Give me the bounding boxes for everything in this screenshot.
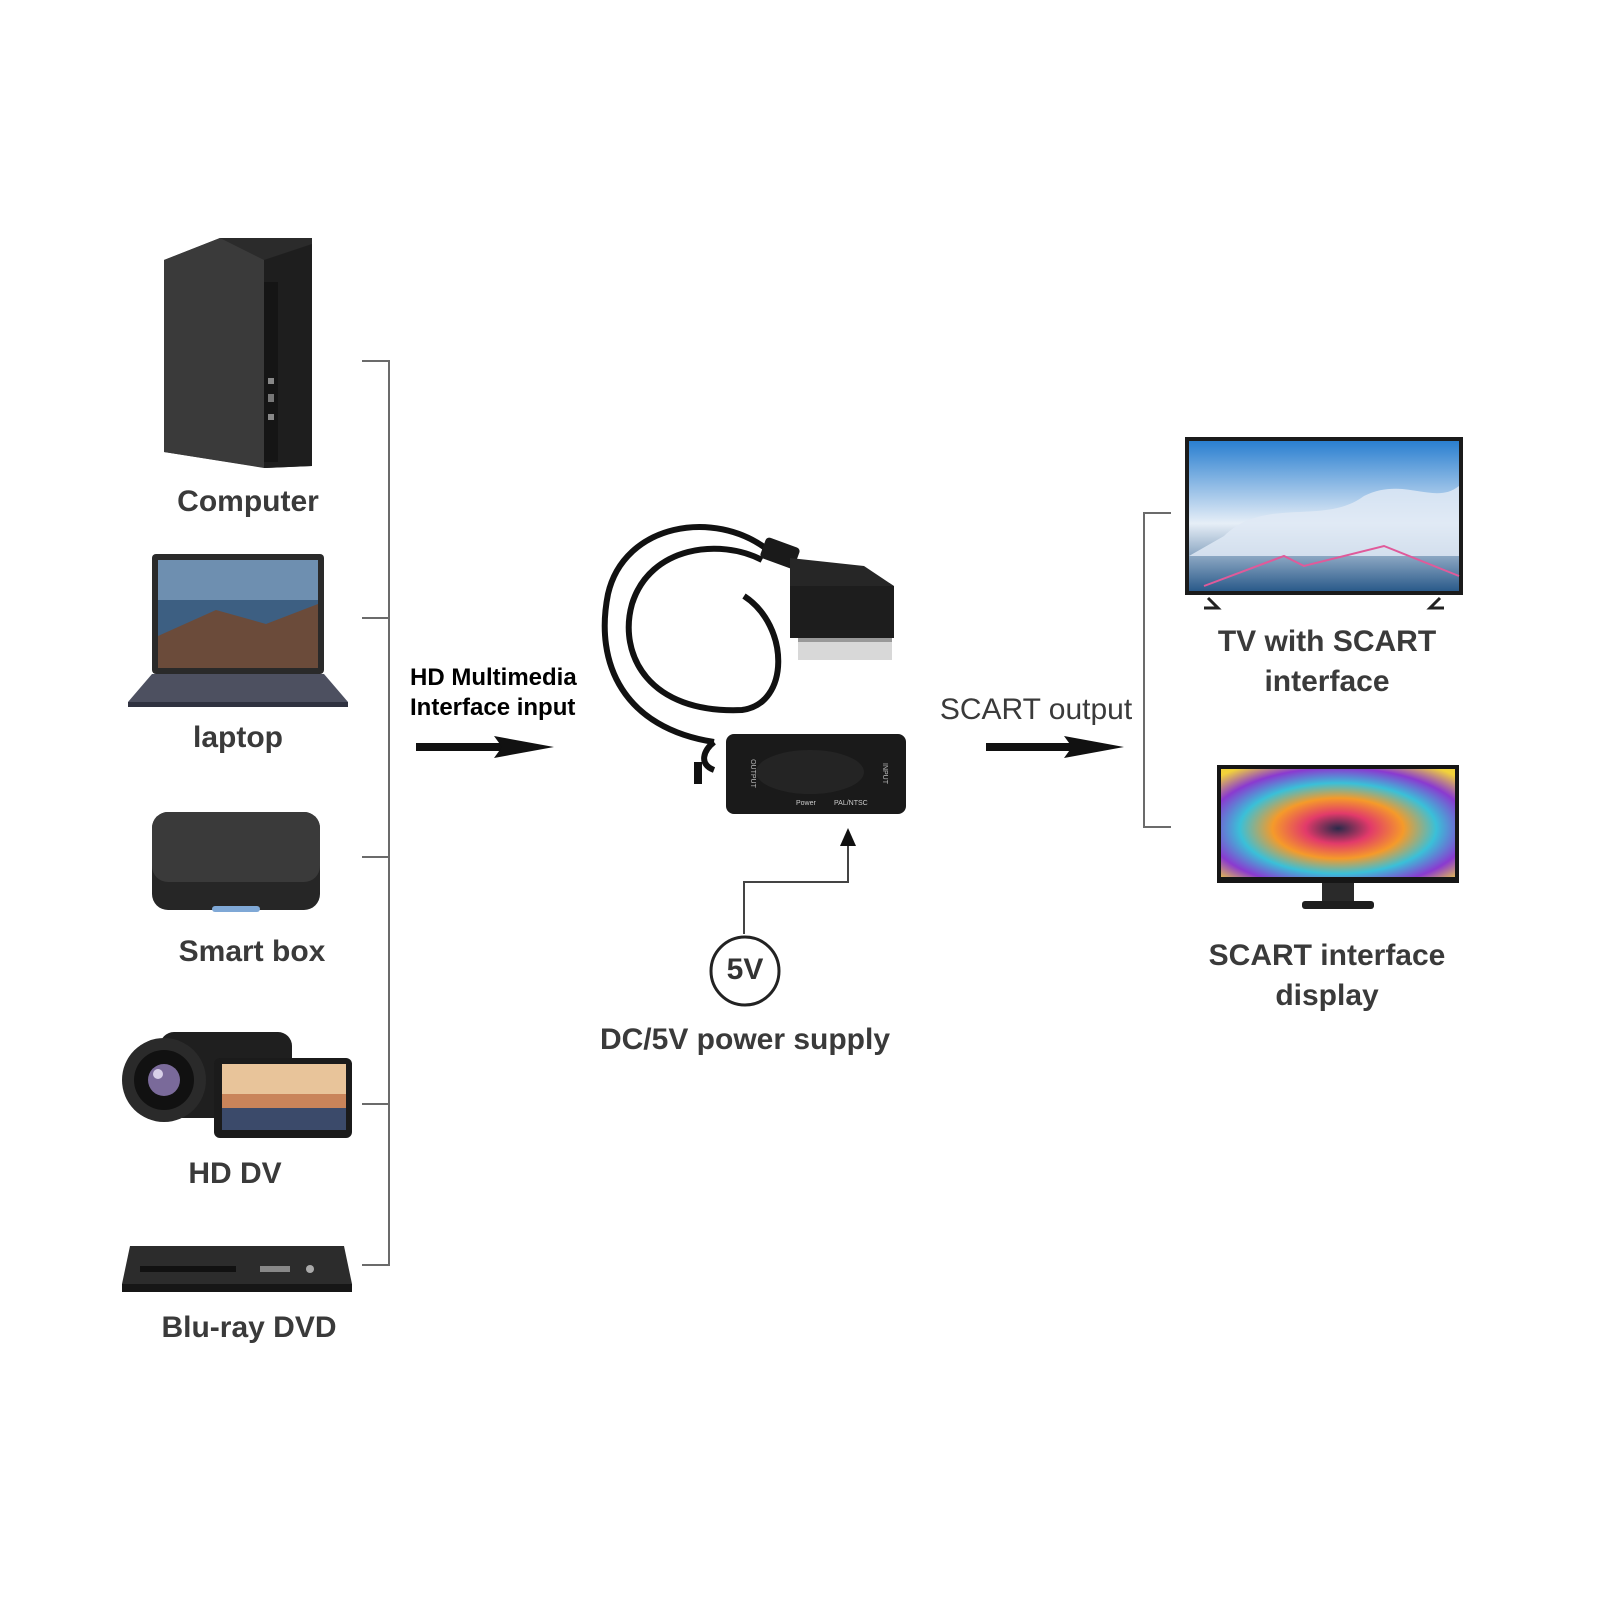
source-bracket-tick [362, 360, 390, 362]
source-label-computer: Computer [177, 485, 319, 518]
output-label-display-line2: display [1275, 979, 1379, 1012]
camcorder-icon [122, 1032, 352, 1138]
switch-label-power: Power [796, 800, 816, 807]
bluray-player-icon [122, 1246, 352, 1292]
hdmi-to-scart-converter [601, 524, 906, 814]
source-bracket-vertical [388, 360, 390, 1266]
power-badge-circle [709, 935, 781, 1007]
output-label-display-line1: SCART interface [1208, 939, 1446, 972]
switch-label-pal-ntsc: PAL/NTSC [834, 800, 868, 807]
source-label-hd-dv: HD DV [188, 1157, 282, 1190]
source-label-bluray-dvd: Blu-ray DVD [161, 1311, 337, 1344]
output-bracket-tick [1143, 826, 1171, 828]
source-bracket-tick [362, 1103, 390, 1105]
input-label-line1: HD Multimedia [410, 664, 577, 691]
source-label-smart-box: Smart box [178, 935, 326, 968]
source-bracket-tick [362, 1264, 390, 1266]
output-label-tv-line1: TV with SCART [1217, 625, 1437, 658]
computer-tower-icon [164, 238, 312, 468]
power-arrow-icon [743, 828, 856, 934]
output-arrow-icon [986, 736, 1124, 758]
source-label-laptop: laptop [193, 721, 283, 754]
port-label-input: INPUT [881, 763, 888, 784]
output-bracket-tick [1143, 512, 1171, 514]
port-label-output: OUTPUT [748, 759, 756, 788]
output-label: SCART output [939, 693, 1133, 726]
output-label-tv-line2: interface [1264, 665, 1390, 698]
source-bracket-tick [362, 856, 390, 858]
source-bracket-tick [362, 617, 390, 619]
input-label-line2: Interface input [410, 694, 576, 721]
laptop-icon [128, 554, 348, 707]
power-label: DC/5V power supply [599, 1023, 891, 1056]
monitor-icon [1217, 765, 1459, 909]
output-bracket-vertical [1143, 512, 1145, 828]
tv-icon [1185, 437, 1463, 610]
power-badge-text: 5V [726, 953, 764, 986]
smart-box-icon [152, 812, 320, 912]
input-arrow-icon [416, 736, 554, 758]
